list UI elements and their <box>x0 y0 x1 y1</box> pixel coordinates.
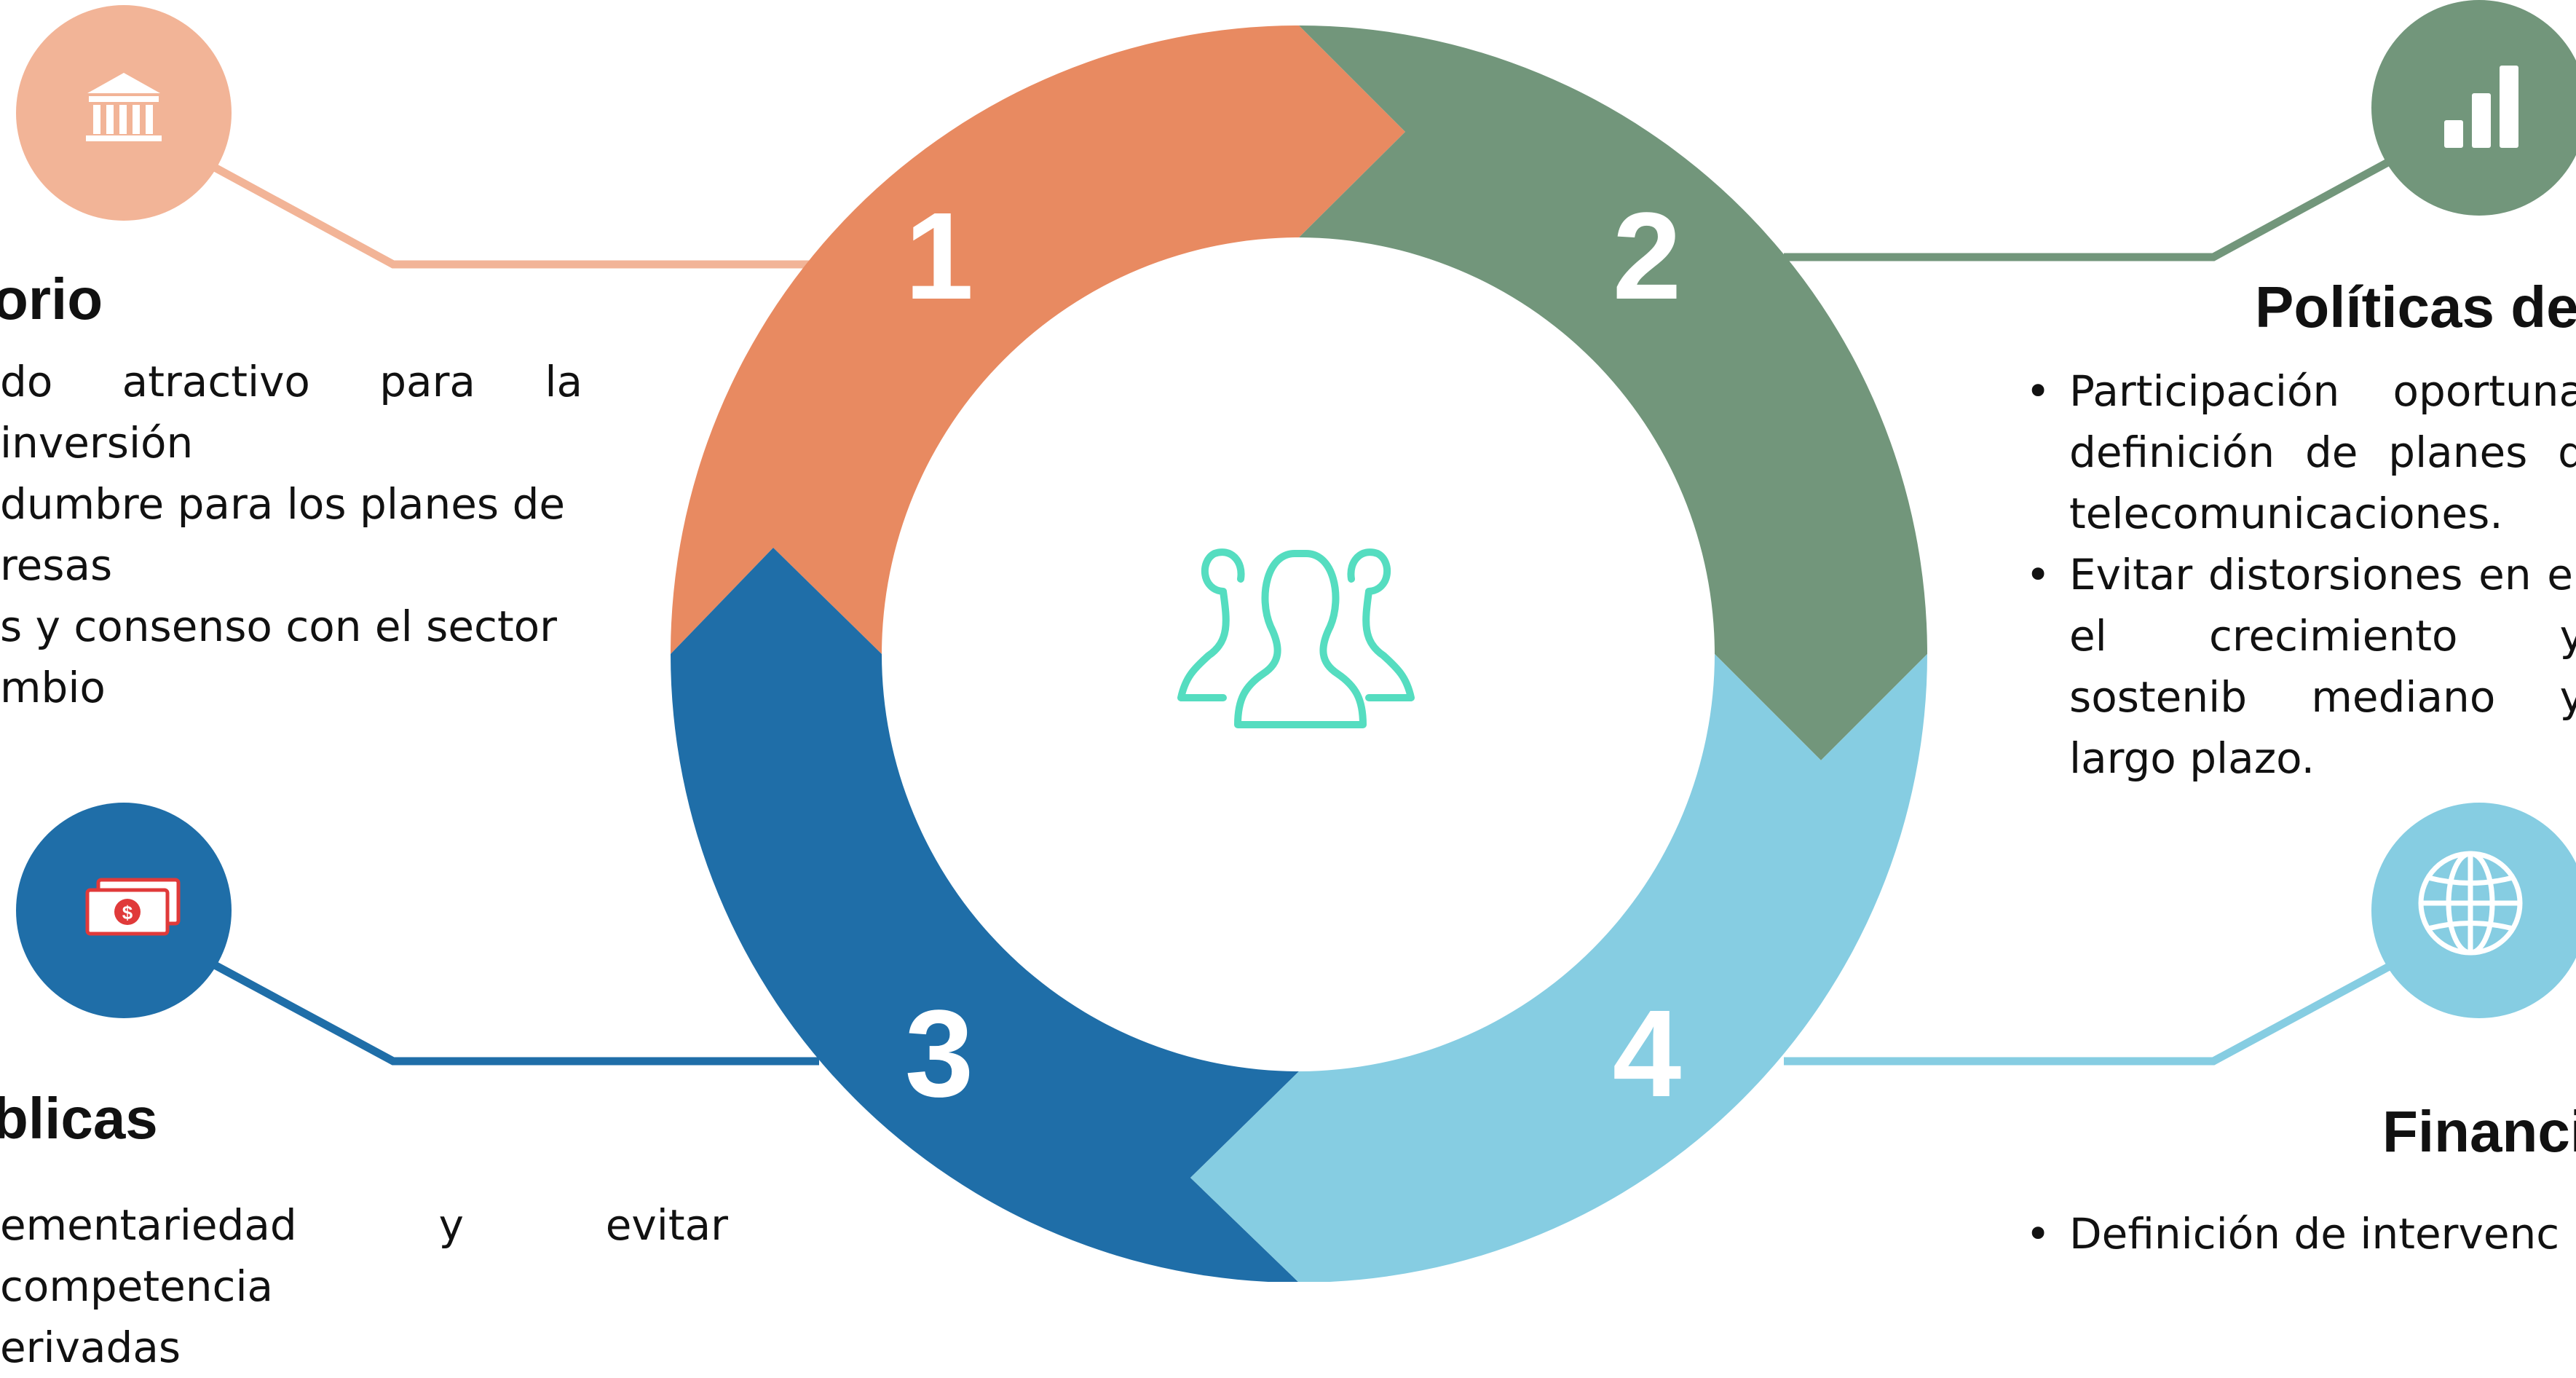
panel-1-line: s y consenso con el sector <box>0 602 558 651</box>
panel-2-bullet: Participación oportuna definición de pla… <box>2017 361 2576 544</box>
panel-3-line: ementariedad y evitar competencia <box>0 1200 728 1311</box>
segment-3 <box>671 548 1299 1282</box>
panel-1-line: mbio <box>0 663 106 712</box>
panel-4-title: Financi <box>2382 1099 2576 1164</box>
segment-number-3: 3 <box>905 985 974 1123</box>
panel-1-title: orio <box>0 267 103 331</box>
connector-1 <box>213 164 819 269</box>
segment-4 <box>1190 654 1927 1282</box>
segment-number-2: 2 <box>1613 187 1682 326</box>
globe-icon <box>2418 851 2523 956</box>
connector-4 <box>1784 961 2394 1066</box>
segment-1 <box>671 25 1405 654</box>
panel-1-line: do atractivo para la inversión <box>0 357 582 468</box>
panel-3-title: blicas <box>0 1086 158 1151</box>
panel-3-line: erivadas <box>0 1323 181 1372</box>
svg-text:$: $ <box>122 902 133 924</box>
connector-2 <box>1784 157 2394 261</box>
panel-2-bullet: Evitar distorsiones en el el crecimiento… <box>2017 544 2576 789</box>
segment-2 <box>1299 25 1927 760</box>
money-bills-icon: $ <box>85 878 181 936</box>
panel-4-body: Definición de intervenc <box>2017 1203 2576 1264</box>
people-group-icon <box>1177 548 1415 728</box>
icon-circle-4 <box>2371 803 2576 1018</box>
cycle-diagram: 1 2 3 4 $ <box>16 0 2576 1282</box>
segment-number-4: 4 <box>1613 985 1682 1123</box>
bar-chart-icon <box>2444 66 2518 148</box>
segment-number-1: 1 <box>905 187 974 326</box>
panel-3-body: ementariedad y evitar competencia erivad… <box>0 1194 728 1378</box>
panel-1-body: do atractivo para la inversión dumbre pa… <box>0 351 582 718</box>
panel-1-line: dumbre para los planes de <box>0 479 566 529</box>
connector-3 <box>213 961 819 1066</box>
panel-2-body: Participación oportuna definición de pla… <box>2017 361 2576 789</box>
panel-1-line: resas <box>0 540 113 590</box>
bank-building-icon <box>86 73 162 141</box>
panel-4-bullet: Definición de intervenc <box>2017 1203 2576 1264</box>
panel-2-title: Políticas de <box>2255 275 2576 339</box>
